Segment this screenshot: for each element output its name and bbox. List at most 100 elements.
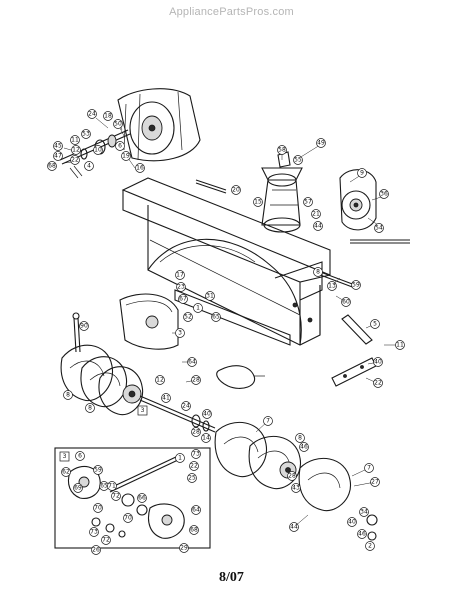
- callout-10: 10: [93, 145, 103, 155]
- callout-21: 21: [311, 209, 321, 219]
- callout-1: 1: [193, 303, 203, 313]
- svg-text:11: 11: [71, 137, 79, 144]
- callout-69: 69: [73, 483, 83, 493]
- callout-59b: 59: [93, 465, 103, 475]
- callout-20: 20: [231, 185, 241, 195]
- svg-text:70: 70: [124, 515, 132, 522]
- svg-text:8: 8: [66, 392, 70, 399]
- svg-text:8: 8: [298, 435, 302, 442]
- svg-text:3: 3: [178, 330, 182, 337]
- svg-text:45: 45: [54, 143, 62, 150]
- callout-72: 72: [111, 491, 121, 501]
- svg-text:64: 64: [192, 507, 200, 514]
- svg-text:11: 11: [396, 342, 404, 349]
- svg-text:73: 73: [192, 451, 200, 458]
- callout-23a: 23: [176, 282, 186, 292]
- svg-text:60: 60: [342, 299, 350, 306]
- svg-text:34: 34: [360, 509, 368, 516]
- callout-47: 47: [53, 151, 63, 161]
- callout-70b: 70: [123, 513, 133, 523]
- callout-6a: 6: [115, 141, 125, 151]
- svg-text:28: 28: [288, 473, 296, 480]
- svg-text:49: 49: [317, 140, 325, 147]
- callout-27: 27: [370, 477, 380, 487]
- svg-text:44: 44: [290, 524, 298, 531]
- callout-2: 2: [365, 541, 375, 551]
- svg-text:46: 46: [358, 531, 366, 538]
- callout-71: 71: [107, 481, 117, 491]
- callout-7b: 7: [364, 463, 374, 473]
- svg-text:66: 66: [138, 495, 146, 502]
- svg-text:6: 6: [118, 143, 122, 150]
- callout-24b: 24: [181, 401, 191, 411]
- callout-40b: 40: [202, 409, 212, 419]
- svg-text:59: 59: [352, 282, 360, 289]
- drift-cutter-cable: [216, 365, 265, 389]
- svg-text:7: 7: [266, 418, 270, 425]
- callout-68b: 68: [189, 525, 199, 535]
- svg-text:19: 19: [122, 153, 130, 160]
- callout-52: 52: [183, 312, 193, 322]
- svg-text:6: 6: [78, 453, 82, 460]
- svg-text:12: 12: [72, 147, 80, 154]
- svg-text:68: 68: [190, 527, 198, 534]
- callout-58: 58: [277, 145, 287, 155]
- svg-text:4: 4: [87, 163, 91, 170]
- svg-text:69: 69: [74, 485, 82, 492]
- auger-housing: [121, 177, 331, 346]
- callout-12: 12: [71, 145, 81, 155]
- svg-text:31: 31: [206, 293, 214, 300]
- callout-73a: 73: [191, 449, 201, 459]
- callout-16: 16: [135, 163, 145, 173]
- callout-64a: 64: [187, 357, 197, 367]
- callout-40c: 40: [347, 517, 357, 527]
- svg-text:15: 15: [254, 199, 262, 206]
- callout-3a: 3: [175, 328, 185, 338]
- svg-text:24: 24: [88, 111, 96, 118]
- callout-8a: 8: [313, 267, 323, 277]
- callout-9: 9: [357, 168, 367, 178]
- svg-text:29: 29: [180, 545, 188, 552]
- svg-text:40: 40: [374, 359, 382, 366]
- svg-text:43: 43: [292, 485, 300, 492]
- svg-text:10: 10: [94, 147, 102, 154]
- callout-17: 17: [175, 270, 185, 280]
- svg-text:44: 44: [314, 223, 322, 230]
- svg-text:72: 72: [102, 537, 110, 544]
- svg-text:1: 1: [178, 455, 182, 462]
- callout-26: 26: [91, 545, 101, 555]
- svg-text:23: 23: [177, 284, 185, 291]
- impeller-housing-inset: [59, 88, 201, 179]
- svg-text:40: 40: [348, 519, 356, 526]
- svg-text:3: 3: [141, 407, 145, 414]
- callout-15: 15: [253, 197, 263, 207]
- svg-text:53: 53: [82, 131, 90, 138]
- callout-22a: 22: [70, 155, 80, 165]
- svg-text:47: 47: [54, 153, 62, 160]
- callout-8b: 8: [63, 390, 73, 400]
- callout-29: 29: [179, 543, 189, 553]
- callout-6b: 6: [75, 451, 85, 461]
- svg-text:21: 21: [312, 211, 320, 218]
- gearbox-inset: [54, 447, 211, 549]
- callout-11b: 11: [395, 340, 405, 350]
- callout-64b: 64: [191, 505, 201, 515]
- callout-45: 45: [53, 141, 63, 151]
- svg-text:71: 71: [108, 483, 116, 490]
- callout-22b: 22: [373, 378, 383, 388]
- callout-40a: 40: [373, 357, 383, 367]
- callout-70a: 70: [93, 503, 103, 513]
- svg-text:41: 41: [162, 395, 170, 402]
- callout-34: 34: [359, 507, 369, 517]
- callout-61: 1: [175, 453, 185, 463]
- svg-text:59: 59: [94, 467, 102, 474]
- callout-8c: 8: [85, 403, 95, 413]
- svg-text:26: 26: [92, 547, 100, 554]
- callout-18: 18: [103, 111, 113, 121]
- callout-44b: 44: [289, 522, 299, 532]
- callout-41: 41: [161, 393, 171, 403]
- svg-text:2: 2: [368, 543, 372, 550]
- callout-57: 57: [303, 197, 313, 207]
- skid-shoe: [331, 314, 377, 387]
- left-side-plate: [119, 293, 179, 350]
